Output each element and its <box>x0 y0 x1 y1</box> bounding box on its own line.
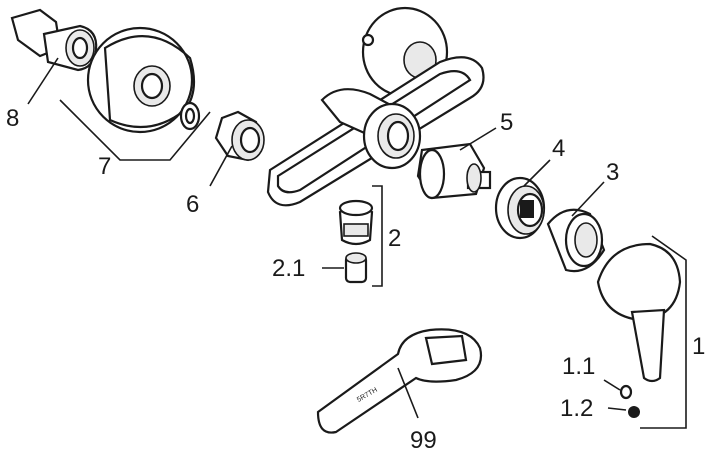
part-2-1-insert <box>344 252 368 284</box>
part-3-sleeve <box>546 208 606 273</box>
part-4-adapter <box>494 176 546 240</box>
label-5: 5 <box>500 109 513 136</box>
label-1: 1 <box>692 333 705 360</box>
part-1-lever <box>596 242 682 383</box>
part-1-2-cap <box>628 406 640 418</box>
part-8-connector <box>10 8 98 72</box>
part-7-rosette <box>86 26 201 134</box>
part-6-nut <box>214 110 265 162</box>
label-7: 7 <box>98 153 111 180</box>
label-1-1: 1.1 <box>562 353 595 380</box>
label-2: 2 <box>388 225 401 252</box>
part-2-bonnet <box>338 199 374 246</box>
valve-body <box>266 6 485 207</box>
label-1-2: 1.2 <box>560 395 593 422</box>
part-5-cartridge <box>416 142 492 200</box>
label-3: 3 <box>606 159 619 186</box>
label-99: 99 <box>410 427 437 454</box>
label-8: 8 <box>6 105 19 132</box>
label-6: 6 <box>186 191 199 218</box>
part-1-1-screw <box>619 384 633 400</box>
label-4: 4 <box>552 135 565 162</box>
leader-lines <box>27 57 687 429</box>
part-99-wrench: 5R7TH <box>316 328 483 434</box>
label-2-1: 2.1 <box>272 255 305 282</box>
